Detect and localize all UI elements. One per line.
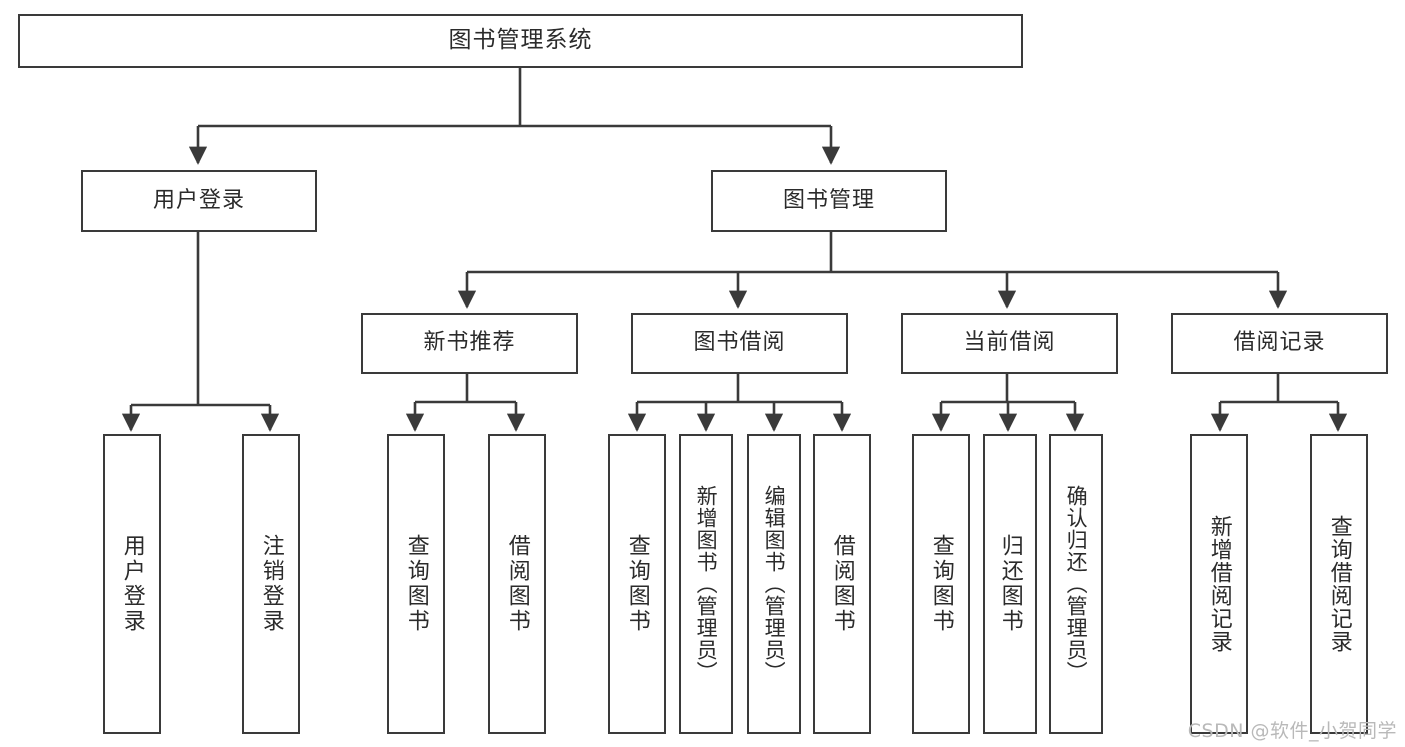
leaf-current-query-book[interactable]: 查询图书 — [912, 434, 970, 734]
node-current-borrow[interactable]: 当前借阅 — [901, 313, 1118, 374]
node-book-management[interactable]: 图书管理 — [711, 170, 947, 232]
leaf-record-query[interactable]: 查询借阅记录 — [1310, 434, 1368, 734]
leaf-user-login-signin[interactable]: 用户登录 — [103, 434, 161, 734]
leaf-borrow-query-book[interactable]: 查询图书 — [608, 434, 666, 734]
leaf-current-return-book[interactable]: 归还图书 — [983, 434, 1037, 734]
leaf-new-book-borrow[interactable]: 借阅图书 — [488, 434, 546, 734]
node-book-borrow[interactable]: 图书借阅 — [631, 313, 848, 374]
node-root-system[interactable]: 图书管理系统 — [18, 14, 1023, 68]
csdn-watermark: CSDN @软件_小贺同学 — [1187, 720, 1397, 742]
leaf-borrow-borrow-book[interactable]: 借阅图书 — [813, 434, 871, 734]
leaf-current-confirm-return-admin[interactable]: 确认归还（管理员） — [1049, 434, 1103, 734]
leaf-record-add[interactable]: 新增借阅记录 — [1190, 434, 1248, 734]
leaf-borrow-add-book-admin[interactable]: 新增图书（管理员） — [679, 434, 733, 734]
node-user-login[interactable]: 用户登录 — [81, 170, 317, 232]
node-borrow-record[interactable]: 借阅记录 — [1171, 313, 1388, 374]
leaf-new-book-query[interactable]: 查询图书 — [387, 434, 445, 734]
node-new-book-recommend[interactable]: 新书推荐 — [361, 313, 578, 374]
leaf-user-login-signout[interactable]: 注销登录 — [242, 434, 300, 734]
leaf-borrow-edit-book-admin[interactable]: 编辑图书（管理员） — [747, 434, 801, 734]
